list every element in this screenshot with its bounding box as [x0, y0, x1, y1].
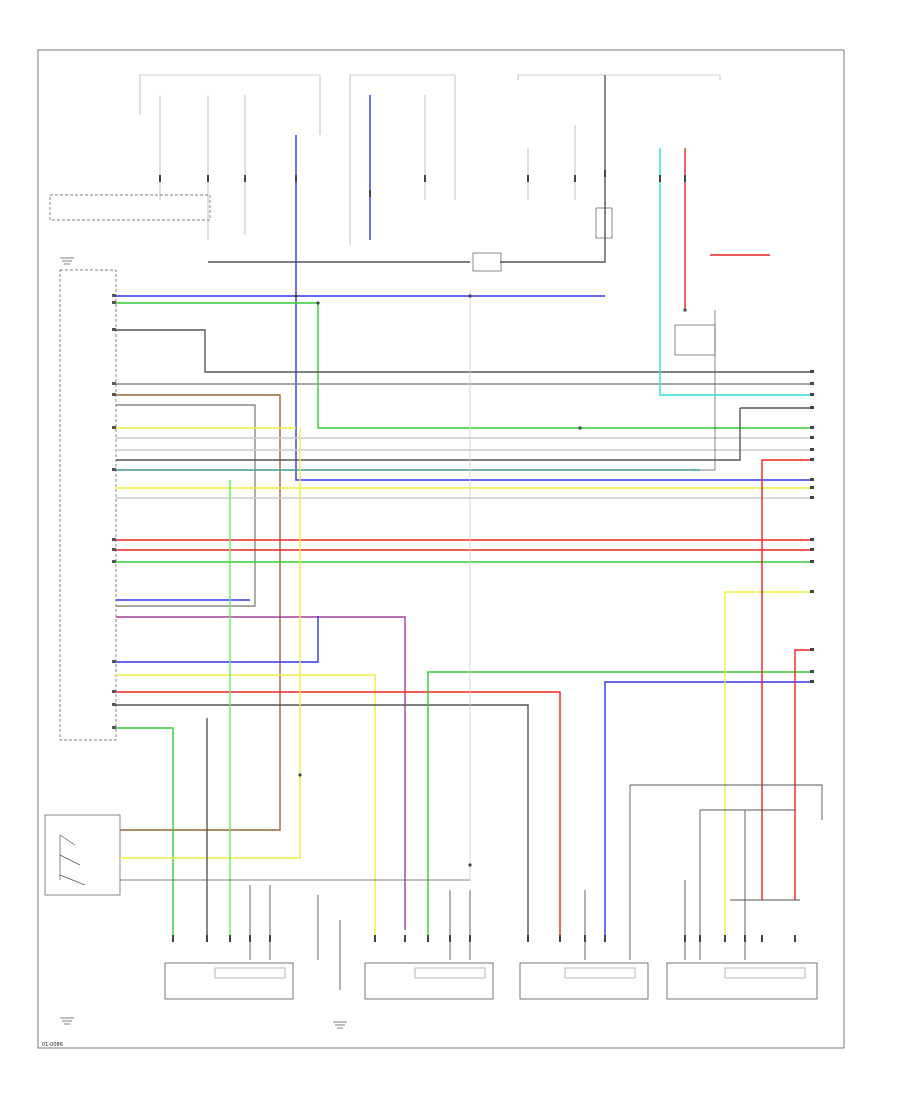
wire-brown-1: [116, 394, 281, 831]
wire-blue-violet: [116, 616, 406, 930]
wire-black-row-1: [116, 329, 812, 373]
ecu-pins: [112, 294, 116, 729]
wire-red-4: [761, 459, 812, 900]
top-switch-box: [49, 194, 211, 221]
wire-blue-vert: [295, 135, 812, 481]
wire-cyan-vert: [659, 148, 812, 396]
wire-black-top-2: [500, 75, 606, 263]
right-edge-terminals: [810, 370, 814, 683]
wire-red-5: [794, 649, 812, 900]
motor-inner-boxes: [214, 967, 806, 979]
relay-box-1: [472, 252, 502, 272]
wire-green-3: [116, 727, 174, 940]
relay-box-2: [595, 207, 613, 239]
wire-blue-4: [604, 681, 812, 940]
wire-red-3: [116, 691, 561, 940]
motor-boxes: [164, 962, 818, 1000]
footer-code: 01-0086: [42, 1042, 63, 1048]
seat-switch-contacts: [59, 834, 86, 886]
ground-symbols: [60, 257, 347, 1029]
wire-yellow-5: [120, 428, 301, 859]
wire-green-1: [116, 302, 812, 429]
wire-yellow-3: [116, 674, 376, 940]
motor-box-3: [519, 962, 649, 1000]
wire-yellow-4: [724, 591, 812, 940]
wire-black-row-5: [116, 408, 741, 461]
motor-leads: [249, 784, 823, 990]
motor-box-4: [666, 962, 818, 1000]
wire-black-3: [116, 704, 529, 940]
wire-black-row-6: [116, 310, 716, 471]
seat-switch-box: [44, 814, 121, 896]
connector-ticks: [159, 170, 796, 942]
junction-dots: [294, 294, 687, 867]
ecu-box: [59, 269, 117, 741]
top-feed-lines: [139, 74, 721, 245]
diagram-border: [37, 49, 845, 1049]
relay-box-3: [674, 324, 716, 356]
wire-harness: [116, 75, 812, 940]
wire-gray-row-3: [116, 404, 256, 607]
motor-box-1: [164, 962, 294, 1000]
wire-blue-3: [116, 616, 319, 663]
wire-green-4: [427, 671, 812, 940]
motor-box-2: [364, 962, 494, 1000]
